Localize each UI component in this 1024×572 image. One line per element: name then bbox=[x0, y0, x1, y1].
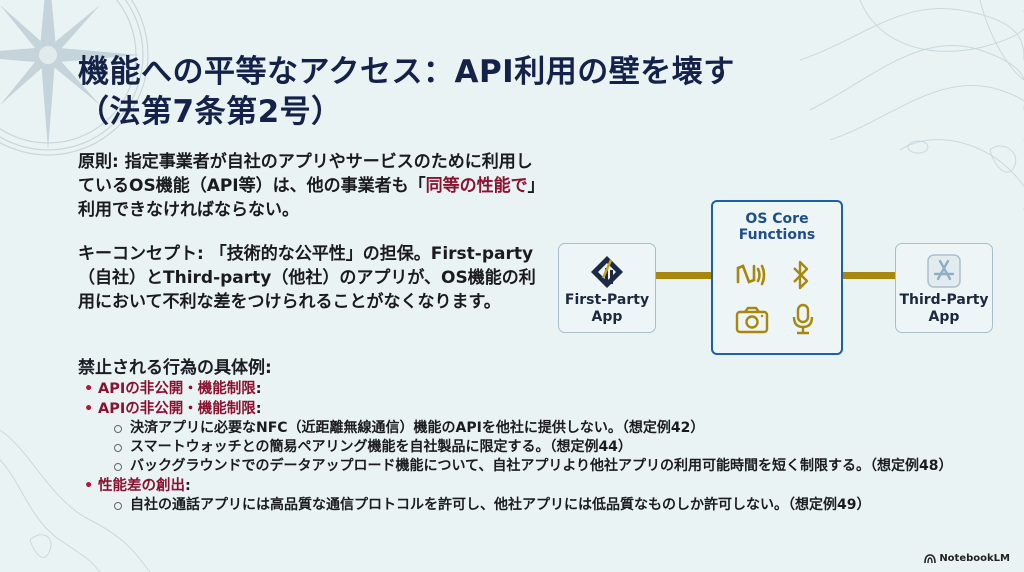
principle-text-end: 」利用できなければならない。 bbox=[78, 176, 545, 220]
notebooklm-branding: NotebookLM bbox=[924, 553, 1010, 564]
example-item: バックグラウンドでのデータアップロード機能について、自社アプリより他社アプリの利… bbox=[114, 457, 970, 476]
category-item: •APIの非公開・機能制限: 決済アプリに必要なNFC（近距離無線通信）機能のA… bbox=[84, 399, 978, 476]
bullet-icon: • bbox=[84, 478, 94, 494]
category-item: •性能差の創出: 自社の通話アプリには高品質な通信プロトコルを許可し、他社アプリ… bbox=[84, 476, 978, 515]
key-concept-paragraph: キーコンセプト: 「技術的な公平性」の担保。First-party（自社）とTh… bbox=[78, 244, 536, 312]
title-line-2: （法第7条第2号） bbox=[78, 94, 343, 130]
example-item: 決済アプリに必要なNFC（近距離無線通信）機能のAPIを他社に提供しない。（想定… bbox=[114, 419, 970, 438]
principle-highlight: 同等の性能で bbox=[425, 176, 528, 196]
connector-core-to-third bbox=[841, 272, 895, 279]
example-item: 自社の通話アプリには高品質な通信プロトコルを許可し、他社アプリには低品質なものし… bbox=[114, 496, 970, 515]
category-label: APIの非公開・機能制限 bbox=[98, 401, 256, 417]
principle-paragraph: 原則: 指定事業者が自社のアプリやサービスのために利用しているOS機能（API等… bbox=[78, 150, 548, 222]
prohibited-examples: 禁止される行為の具体例: •APIの非公開・機能制限: •APIの非公開・機能制… bbox=[78, 357, 978, 515]
slide-title: 機能への平等なアクセス：API利用の壁を壊す （法第7条第2号） bbox=[78, 52, 735, 132]
principle-text: 原則: 指定事業者が自社のアプリやサービスのために利用しているOS機能（API等… bbox=[78, 152, 533, 196]
os-core-functions-box: OS Core Functions bbox=[711, 200, 843, 355]
category-label: APIの非公開・機能制限 bbox=[98, 381, 256, 397]
microphone-icon bbox=[792, 303, 814, 335]
category-list: •APIの非公開・機能制限: •APIの非公開・機能制限: 決済アプリに必要なN… bbox=[78, 379, 978, 515]
app-store-icon bbox=[927, 254, 961, 288]
first-party-app-icon bbox=[591, 256, 623, 288]
examples-heading: 禁止される行為の具体例: bbox=[78, 358, 272, 378]
example-list: 決済アプリに必要なNFC（近距離無線通信）機能のAPIを他社に提供しない。（想定… bbox=[84, 419, 978, 476]
notebooklm-logo-icon bbox=[924, 554, 937, 563]
category-label: 性能差の創出 bbox=[98, 478, 185, 494]
connector-first-to-core bbox=[655, 272, 711, 279]
third-party-app-label: Third-Party App bbox=[899, 292, 989, 325]
nfc-icon bbox=[736, 264, 766, 286]
title-line-1: 機能への平等なアクセス：API利用の壁を壊す bbox=[78, 54, 735, 90]
camera-icon bbox=[735, 306, 769, 334]
category-item: •APIの非公開・機能制限: bbox=[84, 381, 262, 397]
bluetooth-icon bbox=[793, 260, 809, 290]
first-party-app-box: First-Party App bbox=[558, 243, 656, 333]
third-party-app-box: Third-Party App bbox=[895, 243, 993, 333]
first-party-app-label: First-Party App bbox=[564, 292, 650, 325]
os-core-title: OS Core Functions bbox=[738, 211, 816, 243]
example-item: スマートウォッチとの簡易ペアリング機能を自社製品に限定する。（想定例44） bbox=[114, 438, 970, 457]
brand-label: NotebookLM bbox=[939, 553, 1010, 564]
bullet-icon: • bbox=[84, 401, 94, 417]
bullet-icon: • bbox=[84, 381, 94, 397]
example-list: 自社の通話アプリには高品質な通信プロトコルを許可し、他社アプリには低品質なものし… bbox=[84, 496, 978, 515]
